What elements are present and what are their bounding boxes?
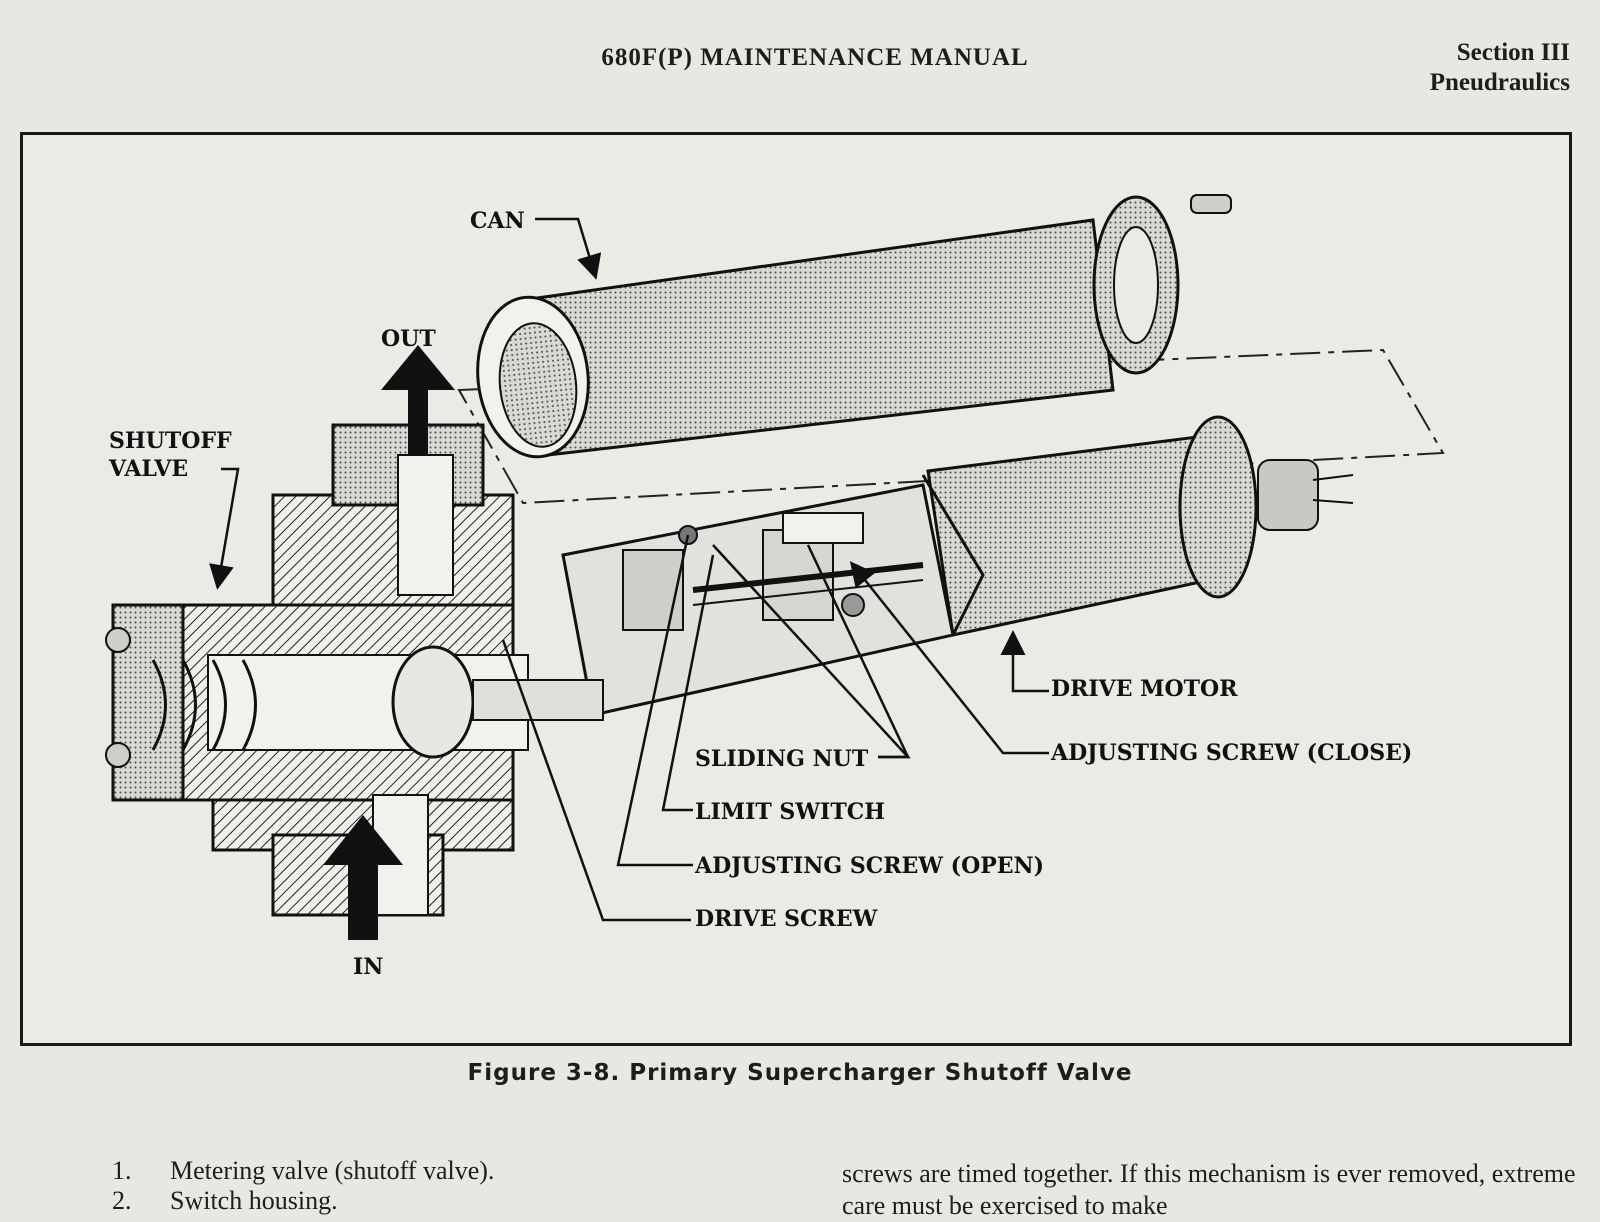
callout-limit-switch: LIMIT SWITCH bbox=[695, 799, 885, 825]
out-arrow bbox=[381, 345, 455, 455]
valve-illustration bbox=[105, 194, 1445, 940]
manual-title: 680F(P) MAINTENANCE MANUAL bbox=[601, 44, 1029, 71]
section-number: Section III bbox=[1456, 39, 1570, 66]
callout-shutoff-valve-line1: SHUTOFF bbox=[109, 428, 232, 454]
list-number: 2. bbox=[112, 1186, 132, 1215]
callout-in: IN bbox=[353, 954, 384, 980]
list-item-text: Switch housing. bbox=[170, 1186, 338, 1215]
callout-out: OUT bbox=[381, 326, 436, 352]
section-name: Pneudraulics bbox=[1429, 69, 1570, 96]
callout-shutoff-valve-line2: VALVE bbox=[109, 456, 189, 482]
section-label: Section III Pneudraulics bbox=[1430, 38, 1570, 98]
body-paragraph: screws are timed together. If this mecha… bbox=[842, 1159, 1576, 1220]
list-item: 1. bbox=[112, 1156, 132, 1186]
list-item-text: Metering valve (shutoff valve). bbox=[170, 1156, 495, 1185]
figure-frame: CAN OUT SHUTOFF VALVE DRIVE MOTOR ADJUST… bbox=[20, 132, 1572, 1046]
callout-can: CAN bbox=[470, 208, 525, 234]
callout-adjusting-screw-open: ADJUSTING SCREW (OPEN) bbox=[695, 853, 1045, 879]
callout-drive-motor: DRIVE MOTOR bbox=[1051, 676, 1238, 702]
figure-caption: Figure 3-8. Primary Supercharger Shutoff… bbox=[467, 1060, 1133, 1086]
shutoff-valve-body bbox=[105, 423, 604, 917]
callout-drive-screw: DRIVE SCREW bbox=[695, 906, 878, 932]
in-arrow bbox=[323, 815, 403, 940]
drive-motor-part bbox=[921, 415, 1354, 637]
callout-sliding-nut: SLIDING NUT bbox=[695, 746, 869, 772]
leader-lines bbox=[209, 217, 1049, 922]
callout-adjusting-screw-close: ADJUSTING SCREW (CLOSE) bbox=[1051, 740, 1413, 766]
list-number: 1. bbox=[112, 1156, 132, 1185]
mechanism-assembly bbox=[561, 483, 955, 717]
can-part bbox=[476, 194, 1232, 459]
list-item: 2. bbox=[112, 1186, 132, 1216]
